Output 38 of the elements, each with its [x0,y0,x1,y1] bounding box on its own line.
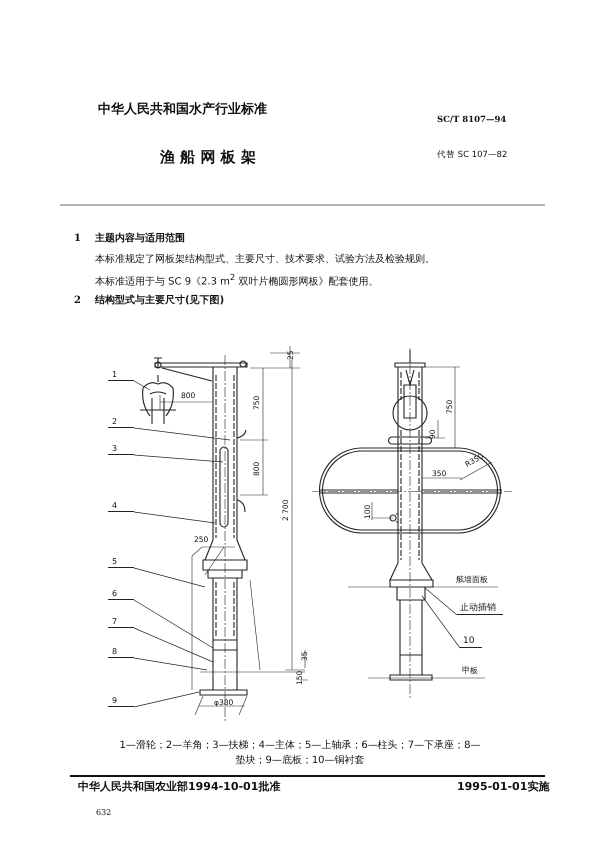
page-number: 632 [96,808,112,818]
callout-label: 3 [108,445,134,455]
leader-line [134,568,206,588]
leader-line [424,588,458,616]
leader-line [134,380,150,390]
body-text: 本标准适用于与 SC 9《2.3 m$^{2}$ 双叶片椭圆形网板》配套使用。 [95,272,378,288]
body-text: 本标准规定了网板架结构型式、主要尺寸、技术要求、试验方法及检验规则。 [95,254,435,266]
leader-line [422,596,460,648]
callout-label: 2 [108,418,134,428]
callout-label: 4 [108,502,134,512]
leader-line [134,692,200,708]
section-number: 1 [74,233,81,245]
leader-line [134,428,230,440]
leader-line [134,512,216,524]
parts-list-caption: 1—滑轮；2—羊角；3—扶梯；4—主体；5—上轴承；6—柱头；7—下承座；8—垫块；9—底板；10—铜衬套 [118,738,482,768]
callout-label: 6 [108,590,134,600]
leader-line [134,658,208,670]
part-label: 舷墙面板 [456,575,488,585]
section-heading: 结构型式与主要尺寸(见下图) [95,295,224,307]
approval-note: 中华人民共和国农业部1994-10-01批准 [78,780,280,794]
standard-number: SC/T 8107—94 [437,115,506,126]
callout-label: 8 [108,648,134,658]
part-label: 甲板 [462,666,478,676]
leader-line [134,454,224,462]
replaces-note: 代替 SC 107—82 [437,150,508,160]
callout-label: 7 [108,618,134,628]
callout-label: 10 [460,636,482,648]
implementation-date: 1995-01-01实施 [457,780,550,794]
callout-label: 5 [108,558,134,568]
document-title: 渔 船 网 板 架 [160,148,256,166]
callout-label: 9 [108,697,134,707]
callout-label: 1 [108,371,134,381]
section-heading: 主题内容与适用范围 [95,233,185,245]
standard-issuer-heading: 中华人民共和国水产行业标准 [98,102,267,118]
leader-line [134,600,214,648]
callout-label: 止动插销 [457,603,503,615]
leader-line [134,628,214,662]
section-number: 2 [74,295,81,307]
